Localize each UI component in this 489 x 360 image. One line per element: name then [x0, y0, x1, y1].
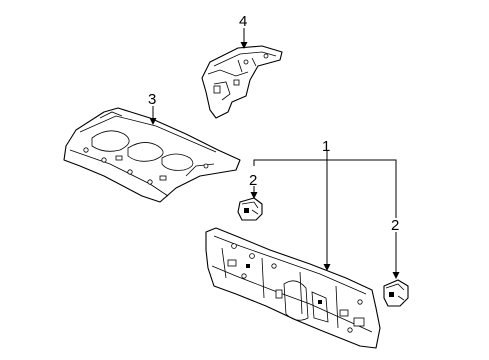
leader-lines — [149, 28, 400, 279]
callout-2-left: 2 — [249, 172, 257, 189]
part-2-bracket-left — [237, 197, 263, 221]
callout-2-right: 2 — [391, 217, 399, 234]
part-2-bracket-right — [383, 279, 409, 307]
callout-3: 3 — [148, 91, 156, 108]
part-3-rear-shelf — [63, 107, 241, 203]
part-4-bracket — [201, 45, 283, 119]
callout-4: 4 — [239, 13, 247, 30]
callout-1: 1 — [322, 138, 330, 155]
part-1-rear-panel — [205, 227, 381, 349]
